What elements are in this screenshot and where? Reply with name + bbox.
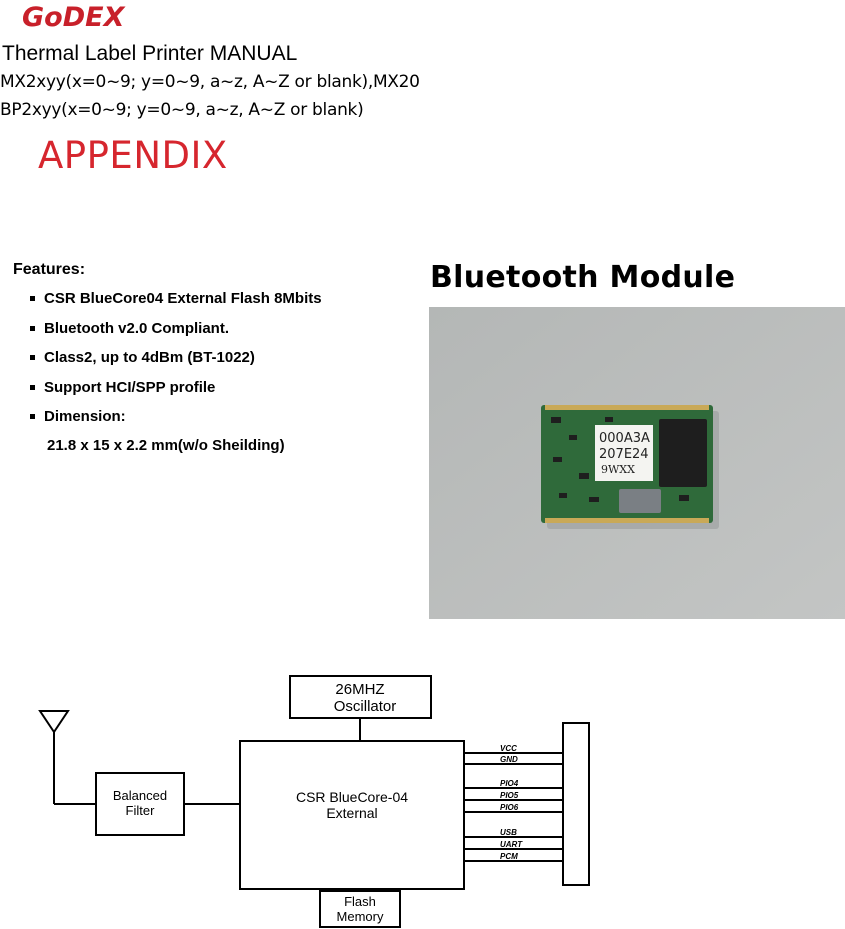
pin-label: VCC	[500, 744, 517, 753]
pin-label: PIO6	[500, 803, 519, 812]
block-diagram: Balanced Filter CSR BlueCore-04 External…	[38, 675, 590, 928]
logo-text: GoDEX	[22, 2, 126, 30]
flash-label-2: Memory	[337, 909, 384, 924]
features-heading: Features:	[13, 261, 86, 278]
filter-label-2: Filter	[126, 803, 156, 818]
pin-label: UART	[500, 840, 523, 849]
chip-label-line-1: 000A3A	[599, 431, 650, 446]
flash-label-1: Flash	[344, 894, 376, 909]
feature-item: Dimension:	[30, 407, 322, 437]
feature-item: Class2, up to 4dBm (BT-1022)	[30, 348, 322, 378]
features-list: CSR BlueCore04 External Flash 8Mbits Blu…	[30, 289, 322, 437]
manual-title: Thermal Label Printer MANUAL	[2, 42, 298, 65]
oscillator-label-1: 26MHZ	[335, 681, 384, 698]
chip-label-line-3: 9WXX	[601, 463, 635, 476]
pin-label: PCM	[500, 852, 518, 861]
section-title: APPENDIX	[38, 134, 228, 177]
model-line-2: BP2xyy(x=0~9; y=0~9, a~z, A~Z or blank)	[0, 100, 364, 120]
pin-label: PIO5	[500, 791, 519, 800]
chip-label-line-2: 207E24	[599, 447, 649, 462]
bluetooth-module-photo: 000A3A 207E24 9WXX	[429, 307, 845, 619]
pin-label: GND	[500, 755, 518, 764]
dimension-value: 21.8 x 15 x 2.2 mm(w/o Sheilding)	[47, 437, 285, 454]
connector-box	[562, 722, 590, 886]
feature-item: CSR BlueCore04 External Flash 8Mbits	[30, 289, 322, 319]
core-label-1: CSR BlueCore-04	[296, 789, 408, 805]
oscillator-label-2: Oscillator	[334, 698, 397, 715]
module-title: Bluetooth Module	[430, 260, 736, 295]
antenna-icon	[38, 710, 70, 734]
feature-item: Bluetooth v2.0 Compliant.	[30, 319, 322, 349]
feature-item: Support HCI/SPP profile	[30, 378, 322, 408]
model-line-1: MX2xyy(x=0~9; y=0~9, a~z, A~Z or blank),…	[0, 72, 420, 92]
filter-label-1: Balanced	[113, 788, 167, 803]
godex-logo: GoDEX	[22, 2, 126, 30]
core-box	[239, 740, 465, 890]
pin-label: PIO4	[500, 779, 519, 788]
core-label-2: External	[326, 805, 377, 821]
pin-label: USB	[500, 828, 517, 837]
